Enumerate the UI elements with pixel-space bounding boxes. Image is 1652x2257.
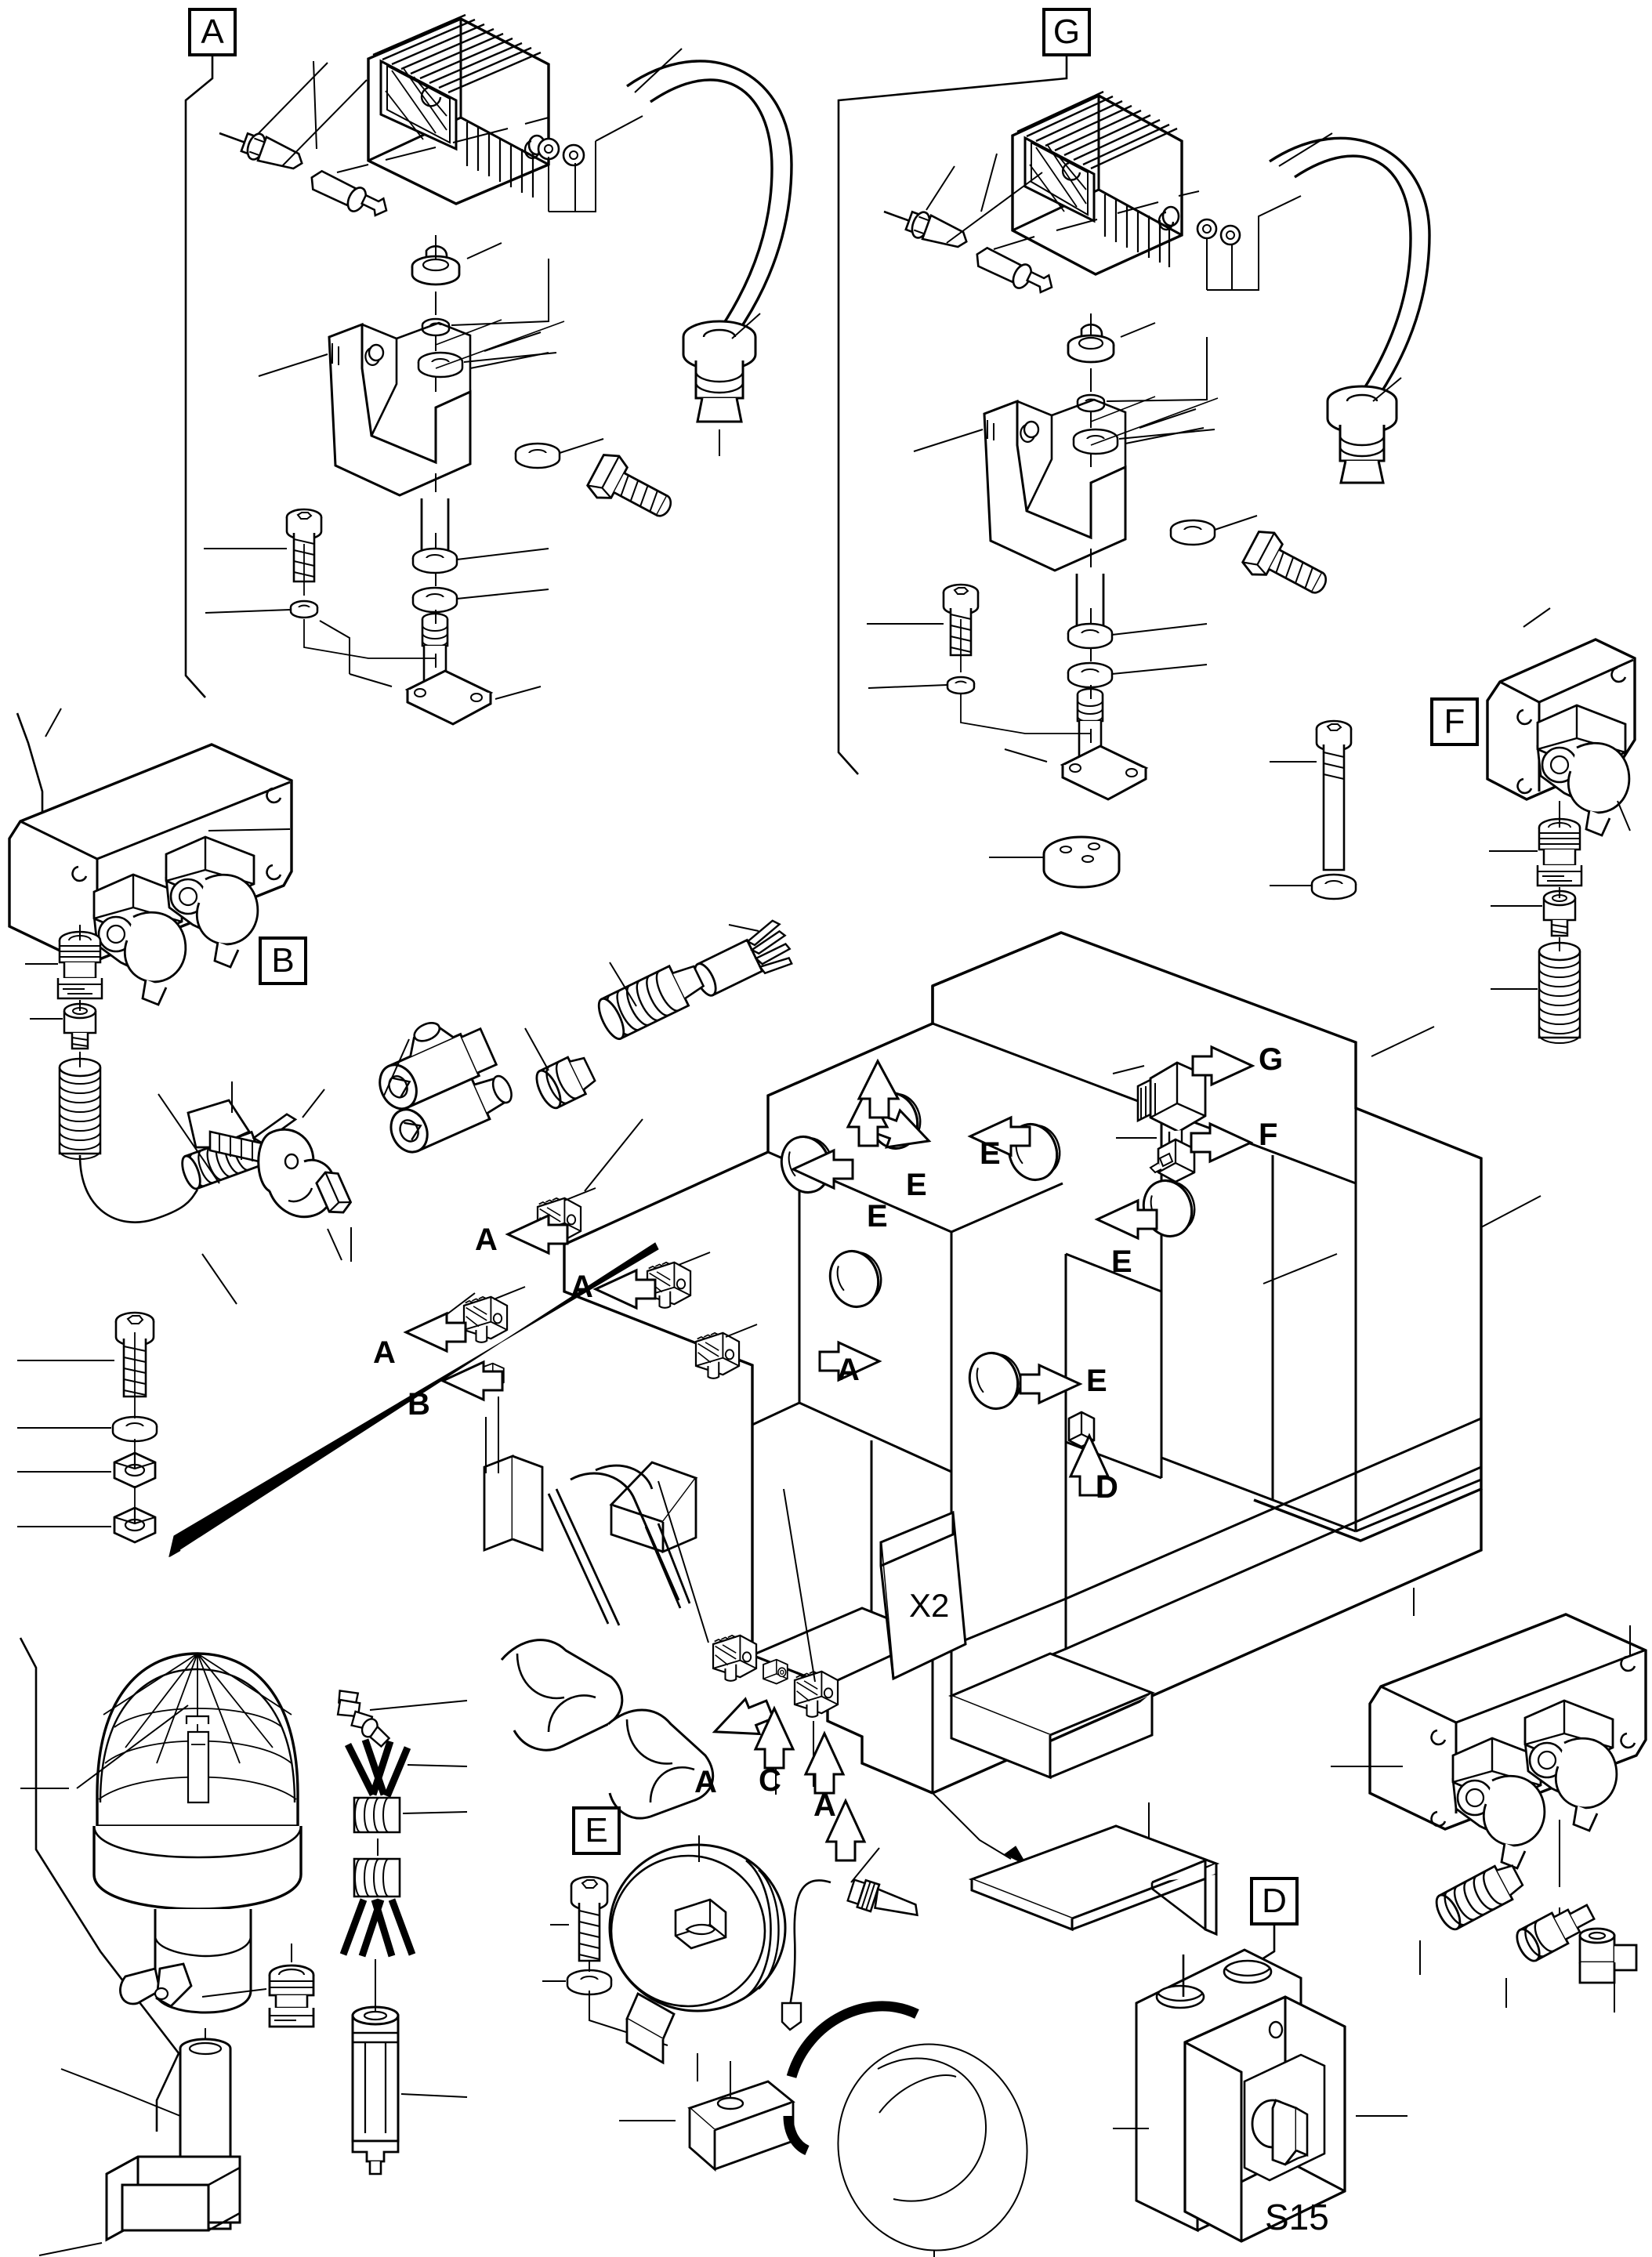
group-e-mirror <box>542 1802 1220 2257</box>
arrow-f1 <box>1190 1121 1254 1164</box>
arrow-label-a3: A <box>373 1335 396 1370</box>
x2-nameplate <box>879 1510 967 1681</box>
group-f-socketbox <box>1486 607 1636 1045</box>
arrow-e2 <box>967 1115 1031 1157</box>
arrow-label-a6: A <box>694 1765 717 1799</box>
arrow-label-a1: A <box>475 1223 498 1257</box>
arrow-a5 <box>818 1340 882 1382</box>
arrow-label-e3: E <box>867 1199 888 1234</box>
group-beacon <box>19 1637 468 2256</box>
arrow-a7 <box>753 1705 795 1770</box>
section-box-f-label: F <box>1444 702 1465 741</box>
section-box-e[interactable]: E <box>572 1806 621 1855</box>
arrow-e5 <box>1019 1363 1083 1405</box>
section-box-f[interactable]: F <box>1430 697 1479 746</box>
arrow-a6 <box>712 1697 775 1736</box>
section-box-a-label: A <box>201 13 224 51</box>
arrow-a3 <box>403 1311 467 1353</box>
arrow-label-a8: A <box>813 1788 836 1823</box>
callout-arrows <box>403 1045 1255 1862</box>
arrow-label-d1: D <box>1096 1470 1118 1505</box>
arrow-label-a2: A <box>571 1270 593 1304</box>
arrow-e-down <box>846 1086 889 1147</box>
arrow-label-e5: E <box>1086 1364 1107 1398</box>
section-box-a[interactable]: A <box>188 8 237 56</box>
arrow-e4 <box>1094 1198 1158 1241</box>
arrow-g1 <box>1191 1045 1255 1087</box>
section-box-g[interactable]: G <box>1042 8 1091 56</box>
arrow-d1 <box>1068 1433 1110 1497</box>
arrow-label-e1: E <box>906 1168 927 1202</box>
arrow-label-e2: E <box>980 1136 1001 1171</box>
arrow-e-down2 <box>857 1058 900 1119</box>
section-box-e-label: E <box>585 1811 608 1849</box>
arrow-a1 <box>505 1213 569 1255</box>
arrow-a8 <box>803 1730 846 1795</box>
x2-plate-label: X2 <box>909 1587 950 1624</box>
arrow-a4 <box>440 1360 504 1402</box>
group-b-socketbox <box>8 708 659 1558</box>
switch-box-code-s15: S15 <box>1265 2197 1329 2237</box>
arrow-e3 <box>790 1148 854 1190</box>
group-d-switchbox <box>1113 1926 1407 2243</box>
section-box-d[interactable]: D <box>1250 1877 1299 1926</box>
group-a-worklamp <box>184 13 793 726</box>
group-machine-body <box>422 931 1542 1867</box>
arrow-a2 <box>592 1268 657 1310</box>
section-box-b-label: B <box>271 941 295 980</box>
group-cable-connector-cluster <box>350 919 793 1262</box>
arrow-label-c1: C <box>759 1763 781 1798</box>
arrow-a-down-bottom <box>824 1798 867 1862</box>
arrow-label-b1: B <box>408 1387 430 1422</box>
group-g-worklamp <box>837 56 1431 900</box>
arrow-label-e4: E <box>1111 1244 1132 1279</box>
section-box-d-label: D <box>1262 1882 1287 1920</box>
arrow-label-g1: G <box>1259 1042 1284 1077</box>
group-socketbox-right <box>1331 1588 1647 2012</box>
arrow-label-f1: F <box>1259 1118 1278 1152</box>
section-box-g-label: G <box>1052 13 1081 51</box>
arrow-label-a5: A <box>837 1353 860 1387</box>
section-box-b[interactable]: B <box>259 936 307 985</box>
